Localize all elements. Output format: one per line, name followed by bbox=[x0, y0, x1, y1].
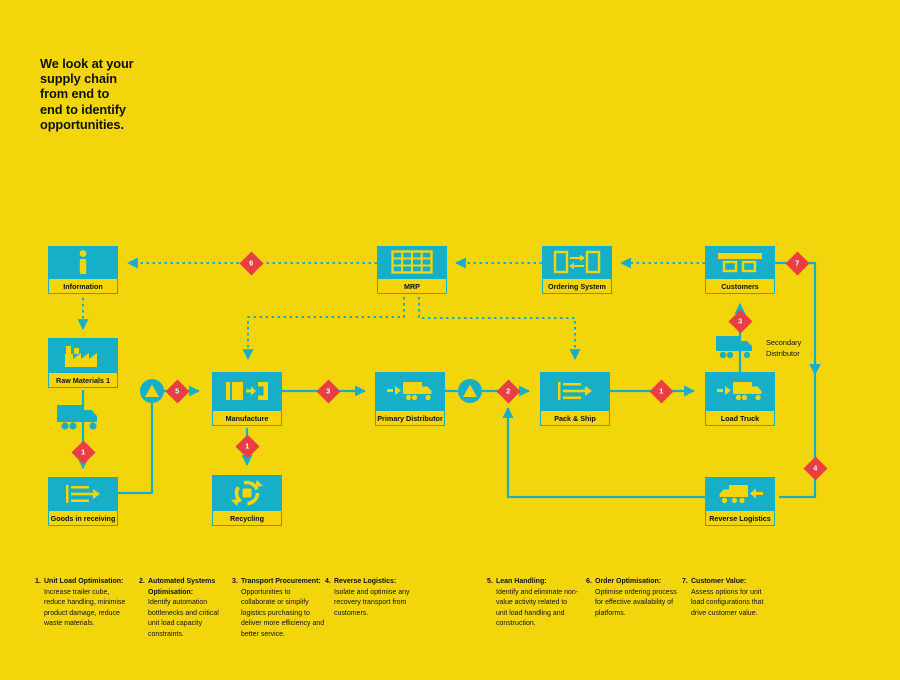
footnote-number: 4. bbox=[325, 578, 331, 585]
node-pack-and-ship: Pack & Ship bbox=[540, 372, 610, 427]
page-title-line: from end to bbox=[40, 86, 110, 102]
footnote-title: Transport Procurement: bbox=[241, 578, 321, 585]
factory-icon bbox=[65, 346, 97, 367]
footnote-title: Reverse Logistics: bbox=[334, 578, 397, 585]
node-load-truck: Load Truck bbox=[705, 372, 775, 427]
recycling-icon bbox=[231, 479, 263, 506]
footnote-body: Identify and eliminate non-value activit… bbox=[496, 588, 579, 628]
node-label-goods-in-receiving: Goods in receiving bbox=[48, 510, 118, 527]
table-grid-icon bbox=[391, 250, 433, 274]
order-exchange-icon bbox=[553, 250, 601, 274]
distributor-truck-icon bbox=[387, 382, 432, 401]
reverse-logistics-truck-icon bbox=[719, 484, 763, 503]
footnote-6: 6.Order Optimisation: Optimise ordering … bbox=[586, 577, 679, 619]
footnote-3: 3.Transport Procurement: Opportunities t… bbox=[232, 577, 325, 640]
pump-icon bbox=[458, 379, 482, 403]
secondary-distributor-label: Secondary Distributor bbox=[766, 338, 802, 358]
footnote-number: 2. bbox=[139, 578, 145, 585]
footnote-body: Identify automation bottlenecks and crit… bbox=[148, 599, 219, 638]
node-label-pack-and-ship: Pack & Ship bbox=[540, 410, 610, 427]
node-goods-in-receiving: Goods in receiving bbox=[48, 477, 118, 527]
node-label-customers: Customers bbox=[705, 278, 775, 295]
footnote-7: 7.Customer Value: Assess options for uni… bbox=[682, 577, 775, 619]
footnote-number: 5. bbox=[487, 578, 493, 585]
load-truck-icon bbox=[717, 382, 762, 401]
node-mrp: MRP bbox=[377, 246, 447, 295]
node-label-load-truck: Load Truck bbox=[705, 410, 775, 427]
node-label-recycling: Recycling bbox=[212, 510, 282, 527]
supply-truck-icon bbox=[55, 402, 101, 437]
goods-receiving-icon bbox=[66, 484, 100, 503]
footnote-body: Assess options for unit load configurati… bbox=[691, 588, 764, 617]
footnote-5: 5.Lean Handling: Identify and eliminate … bbox=[487, 577, 580, 630]
node-information: Information bbox=[48, 246, 118, 295]
node-label-primary-distributor: Primary Distributor bbox=[375, 410, 445, 427]
node-label-ordering-system: Ordering System bbox=[542, 278, 612, 295]
footnote-body: Opportunities to collaborate or simplify… bbox=[241, 588, 325, 638]
info-icon bbox=[79, 250, 87, 274]
footnote-number: 1. bbox=[35, 578, 41, 585]
footnote-number: 6. bbox=[586, 578, 592, 585]
node-label-raw-materials: Raw Materials 1 bbox=[48, 372, 118, 389]
node-manufacture: Manufacture bbox=[212, 372, 282, 427]
node-label-information: Information bbox=[48, 278, 118, 295]
node-primary-distributor: Primary Distributor bbox=[375, 372, 445, 427]
footnote-title: Customer Value: bbox=[691, 578, 747, 585]
node-label-mrp: MRP bbox=[377, 278, 447, 295]
footnote-number: 3. bbox=[232, 578, 238, 585]
node-customers: Customers bbox=[705, 246, 775, 295]
pack-ship-icon bbox=[558, 382, 592, 400]
footnote-body: Increase trailer cube, reduce handling, … bbox=[44, 588, 126, 628]
storefront-icon bbox=[718, 253, 762, 273]
footnote-4: 4.Reverse Logistics: Isolate and optimis… bbox=[325, 577, 418, 619]
footnote-title: Order Optimisation: bbox=[595, 578, 662, 585]
footnote-2: 2.Automated Systems Optimisation: Identi… bbox=[139, 577, 232, 640]
secondary-distributor-truck-icon bbox=[714, 334, 758, 367]
node-label-manufacture: Manufacture bbox=[212, 410, 282, 427]
footnote-title: Automated Systems Optimisation: bbox=[148, 578, 216, 596]
footnote-body: Optimise ordering process for effective … bbox=[595, 588, 677, 617]
manufacture-conveyor-icon bbox=[226, 382, 268, 400]
page-title-line: supply chain bbox=[40, 71, 118, 87]
node-reverse-logistics: Reverse Logistics bbox=[705, 477, 775, 527]
page-title-line: opportunities. bbox=[40, 116, 124, 132]
page-title: We look at your supply chain from end to… bbox=[40, 56, 134, 132]
footnote-number: 7. bbox=[682, 578, 688, 585]
pump-icon bbox=[140, 379, 164, 403]
footnote-title: Unit Load Optimisation: bbox=[44, 578, 124, 585]
footnote-title: Lean Handling: bbox=[496, 578, 547, 585]
node-raw-materials: Raw Materials 1 bbox=[48, 338, 118, 389]
footnote-body: Isolate and optimise any recovery transp… bbox=[334, 588, 410, 617]
page-title-line: We look at your bbox=[40, 56, 134, 71]
node-ordering-system: Ordering System bbox=[542, 246, 612, 295]
node-recycling: Recycling bbox=[212, 475, 282, 527]
node-label-reverse-logistics: Reverse Logistics bbox=[705, 510, 775, 527]
footnote-1: 1.Unit Load Optimisation: Increase trail… bbox=[35, 577, 128, 630]
page-title-line: end to identify bbox=[40, 101, 126, 117]
